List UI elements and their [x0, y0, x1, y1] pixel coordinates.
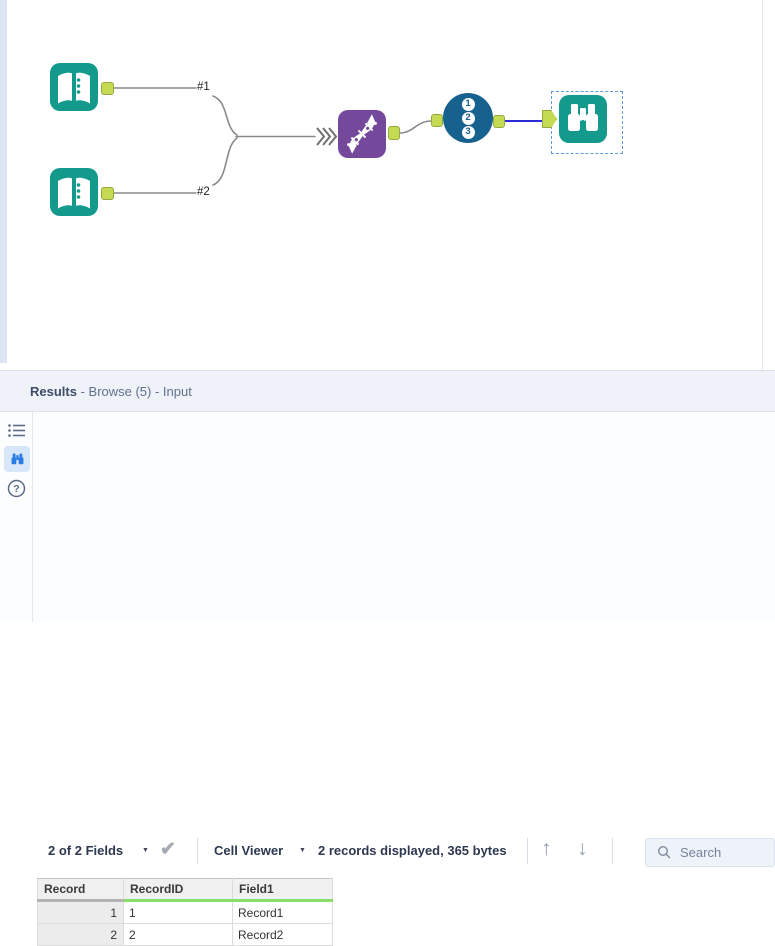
next-arrow-button[interactable]: ↓: [577, 837, 588, 860]
cell-recordid[interactable]: 1: [123, 900, 233, 924]
fields-caret-icon[interactable]: ▼: [142, 847, 149, 854]
input-data-icon: [58, 72, 90, 104]
input-data-tool-2[interactable]: [50, 168, 98, 216]
results-panel-content: ? 2 of 2 Fields ▼ ✔ Cell Viewer ▼ 2 reco…: [0, 412, 775, 946]
connection-label-1: #1: [197, 81, 210, 93]
table-row: 2 2 Record2: [37, 923, 333, 946]
results-sidebar: ?: [0, 412, 33, 622]
row-number-cell[interactable]: 2: [37, 923, 124, 946]
record-id-digit-2: 2: [461, 111, 475, 125]
column-header-field1[interactable]: Field1: [232, 878, 333, 902]
input1-output-anchor[interactable]: [101, 82, 114, 95]
connection-label-2: #2: [197, 186, 210, 198]
browse-view-button-active[interactable]: [4, 446, 30, 472]
prev-arrow-button[interactable]: ↑: [541, 837, 552, 860]
table-row: 1 1 Record1: [37, 900, 333, 924]
connection-wires-layer: [113, 87, 542, 194]
search-icon: [657, 845, 671, 859]
union-tool[interactable]: [338, 110, 386, 158]
browse-input-anchor[interactable]: [542, 110, 557, 128]
cell-field1[interactable]: Record2: [232, 923, 333, 946]
input2-output-anchor[interactable]: [101, 187, 114, 200]
recordid-output-anchor[interactable]: [493, 115, 505, 128]
fields-dropdown[interactable]: 2 of 2 Fields: [48, 843, 124, 858]
browse-tool[interactable]: [559, 95, 607, 143]
cell-viewer-dropdown[interactable]: Cell Viewer: [214, 843, 284, 858]
browse-binoculars-icon: [568, 104, 598, 131]
cell-recordid[interactable]: 2: [123, 923, 233, 946]
cell-viewer-caret-icon[interactable]: ▼: [299, 847, 306, 854]
canvas-right-edge: [762, 0, 763, 370]
wire-input1-merge[interactable]: [212, 95, 238, 136]
list-icon: [8, 424, 25, 437]
search-input[interactable]: [678, 844, 774, 861]
svg-text:?: ?: [13, 483, 19, 495]
column-header-record[interactable]: Record: [37, 878, 124, 902]
records-info: 2 records displayed, 365 bytes: [318, 843, 507, 858]
binoculars-icon: [11, 453, 23, 464]
search-box[interactable]: [645, 838, 775, 867]
results-title: Results: [30, 383, 77, 399]
canvas-left-edge: [0, 0, 9, 363]
input-data-icon: [58, 177, 90, 209]
record-id-digit-1: 1: [461, 97, 475, 111]
apply-check-icon[interactable]: ✔: [160, 839, 176, 860]
recordid-input-anchor[interactable]: [431, 114, 443, 127]
table-header-row: Record RecordID Field1: [37, 878, 333, 902]
help-icon: ?: [7, 479, 26, 498]
workflow-canvas[interactable]: #1 #2 1 2 3: [0, 0, 775, 370]
results-panel-header: Results - Browse (5) - Input: [0, 370, 775, 412]
union-multi-input-anchor-icon[interactable]: [316, 127, 338, 146]
results-table: Record RecordID Field1 1 1 Record1 2 2 R…: [37, 878, 333, 946]
union-dna-icon: [347, 114, 377, 154]
wire-union-to-recordid[interactable]: [399, 120, 432, 134]
wire-input2-merge[interactable]: [212, 137, 238, 186]
record-id-tool[interactable]: 1 2 3: [443, 93, 493, 143]
input-data-tool-1[interactable]: [50, 63, 98, 111]
cell-field1[interactable]: Record1: [232, 900, 333, 924]
toolbar-separator: [527, 838, 528, 864]
union-output-anchor[interactable]: [388, 126, 400, 140]
results-context: - Browse (5) - Input: [76, 383, 192, 399]
toolbar-separator: [197, 838, 198, 864]
toolbar-separator: [612, 838, 613, 864]
help-button[interactable]: ?: [7, 479, 26, 498]
row-number-cell[interactable]: 1: [37, 900, 124, 924]
metadata-list-button[interactable]: [8, 423, 26, 438]
record-id-digit-3: 3: [461, 125, 475, 139]
column-header-recordid[interactable]: RecordID: [123, 878, 233, 902]
